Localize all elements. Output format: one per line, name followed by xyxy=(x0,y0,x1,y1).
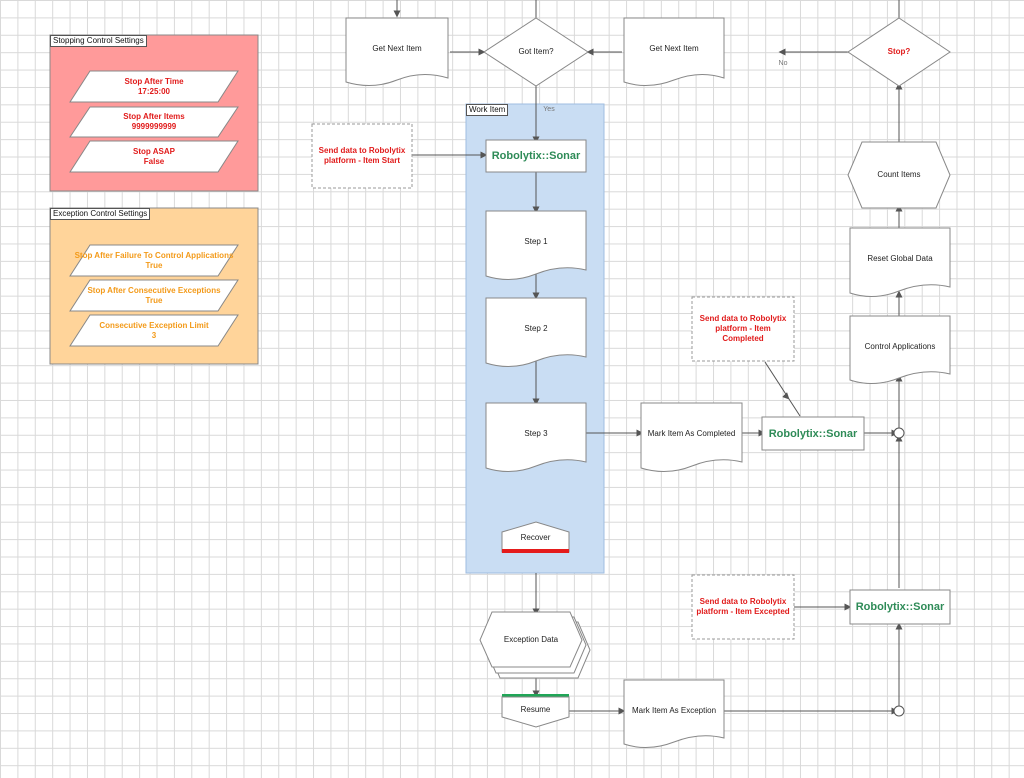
stop-after-items-shape[interactable] xyxy=(69,106,239,138)
reset-global-shape[interactable] xyxy=(849,227,951,297)
sonar-completed-box[interactable] xyxy=(761,416,865,451)
sonar-top-box[interactable] xyxy=(485,139,587,173)
junction-exception xyxy=(893,705,905,717)
recover-bar xyxy=(502,549,569,553)
stopping-panel-title: Stopping Control Settings xyxy=(50,35,147,47)
get-next-item-left-shape[interactable] xyxy=(345,17,449,86)
stop-after-time-shape[interactable] xyxy=(69,70,239,103)
step2-shape[interactable] xyxy=(485,297,587,367)
sonar-excepted-box[interactable] xyxy=(849,589,951,625)
get-next-item-right-shape[interactable] xyxy=(623,17,725,86)
exception-data-shape[interactable] xyxy=(479,611,583,668)
step1-shape[interactable] xyxy=(485,210,587,280)
send-item-excepted-note[interactable] xyxy=(691,574,795,640)
mark-completed-shape[interactable] xyxy=(640,402,743,472)
exception-panel-title: Exception Control Settings xyxy=(50,208,151,220)
step3-shape[interactable] xyxy=(485,402,587,472)
junction-completed xyxy=(893,427,905,439)
mark-exception-shape[interactable] xyxy=(623,679,725,748)
count-items-shape[interactable] xyxy=(847,141,951,209)
work-item-title: Work Item xyxy=(466,104,509,116)
got-item-decision[interactable] xyxy=(483,17,589,87)
stop-after-consecutive-shape[interactable] xyxy=(69,279,239,312)
control-apps-shape[interactable] xyxy=(849,315,951,384)
stop-after-failure-shape[interactable] xyxy=(69,244,239,277)
consecutive-limit-shape[interactable] xyxy=(69,314,239,347)
resume-shape[interactable] xyxy=(501,696,570,728)
resume-bar xyxy=(502,694,569,698)
send-item-completed-note[interactable] xyxy=(691,296,795,362)
stop-decision[interactable] xyxy=(847,17,951,87)
stop-asap-shape[interactable] xyxy=(69,140,239,173)
recover-shape[interactable] xyxy=(501,521,570,553)
send-item-start-note[interactable] xyxy=(311,123,413,189)
